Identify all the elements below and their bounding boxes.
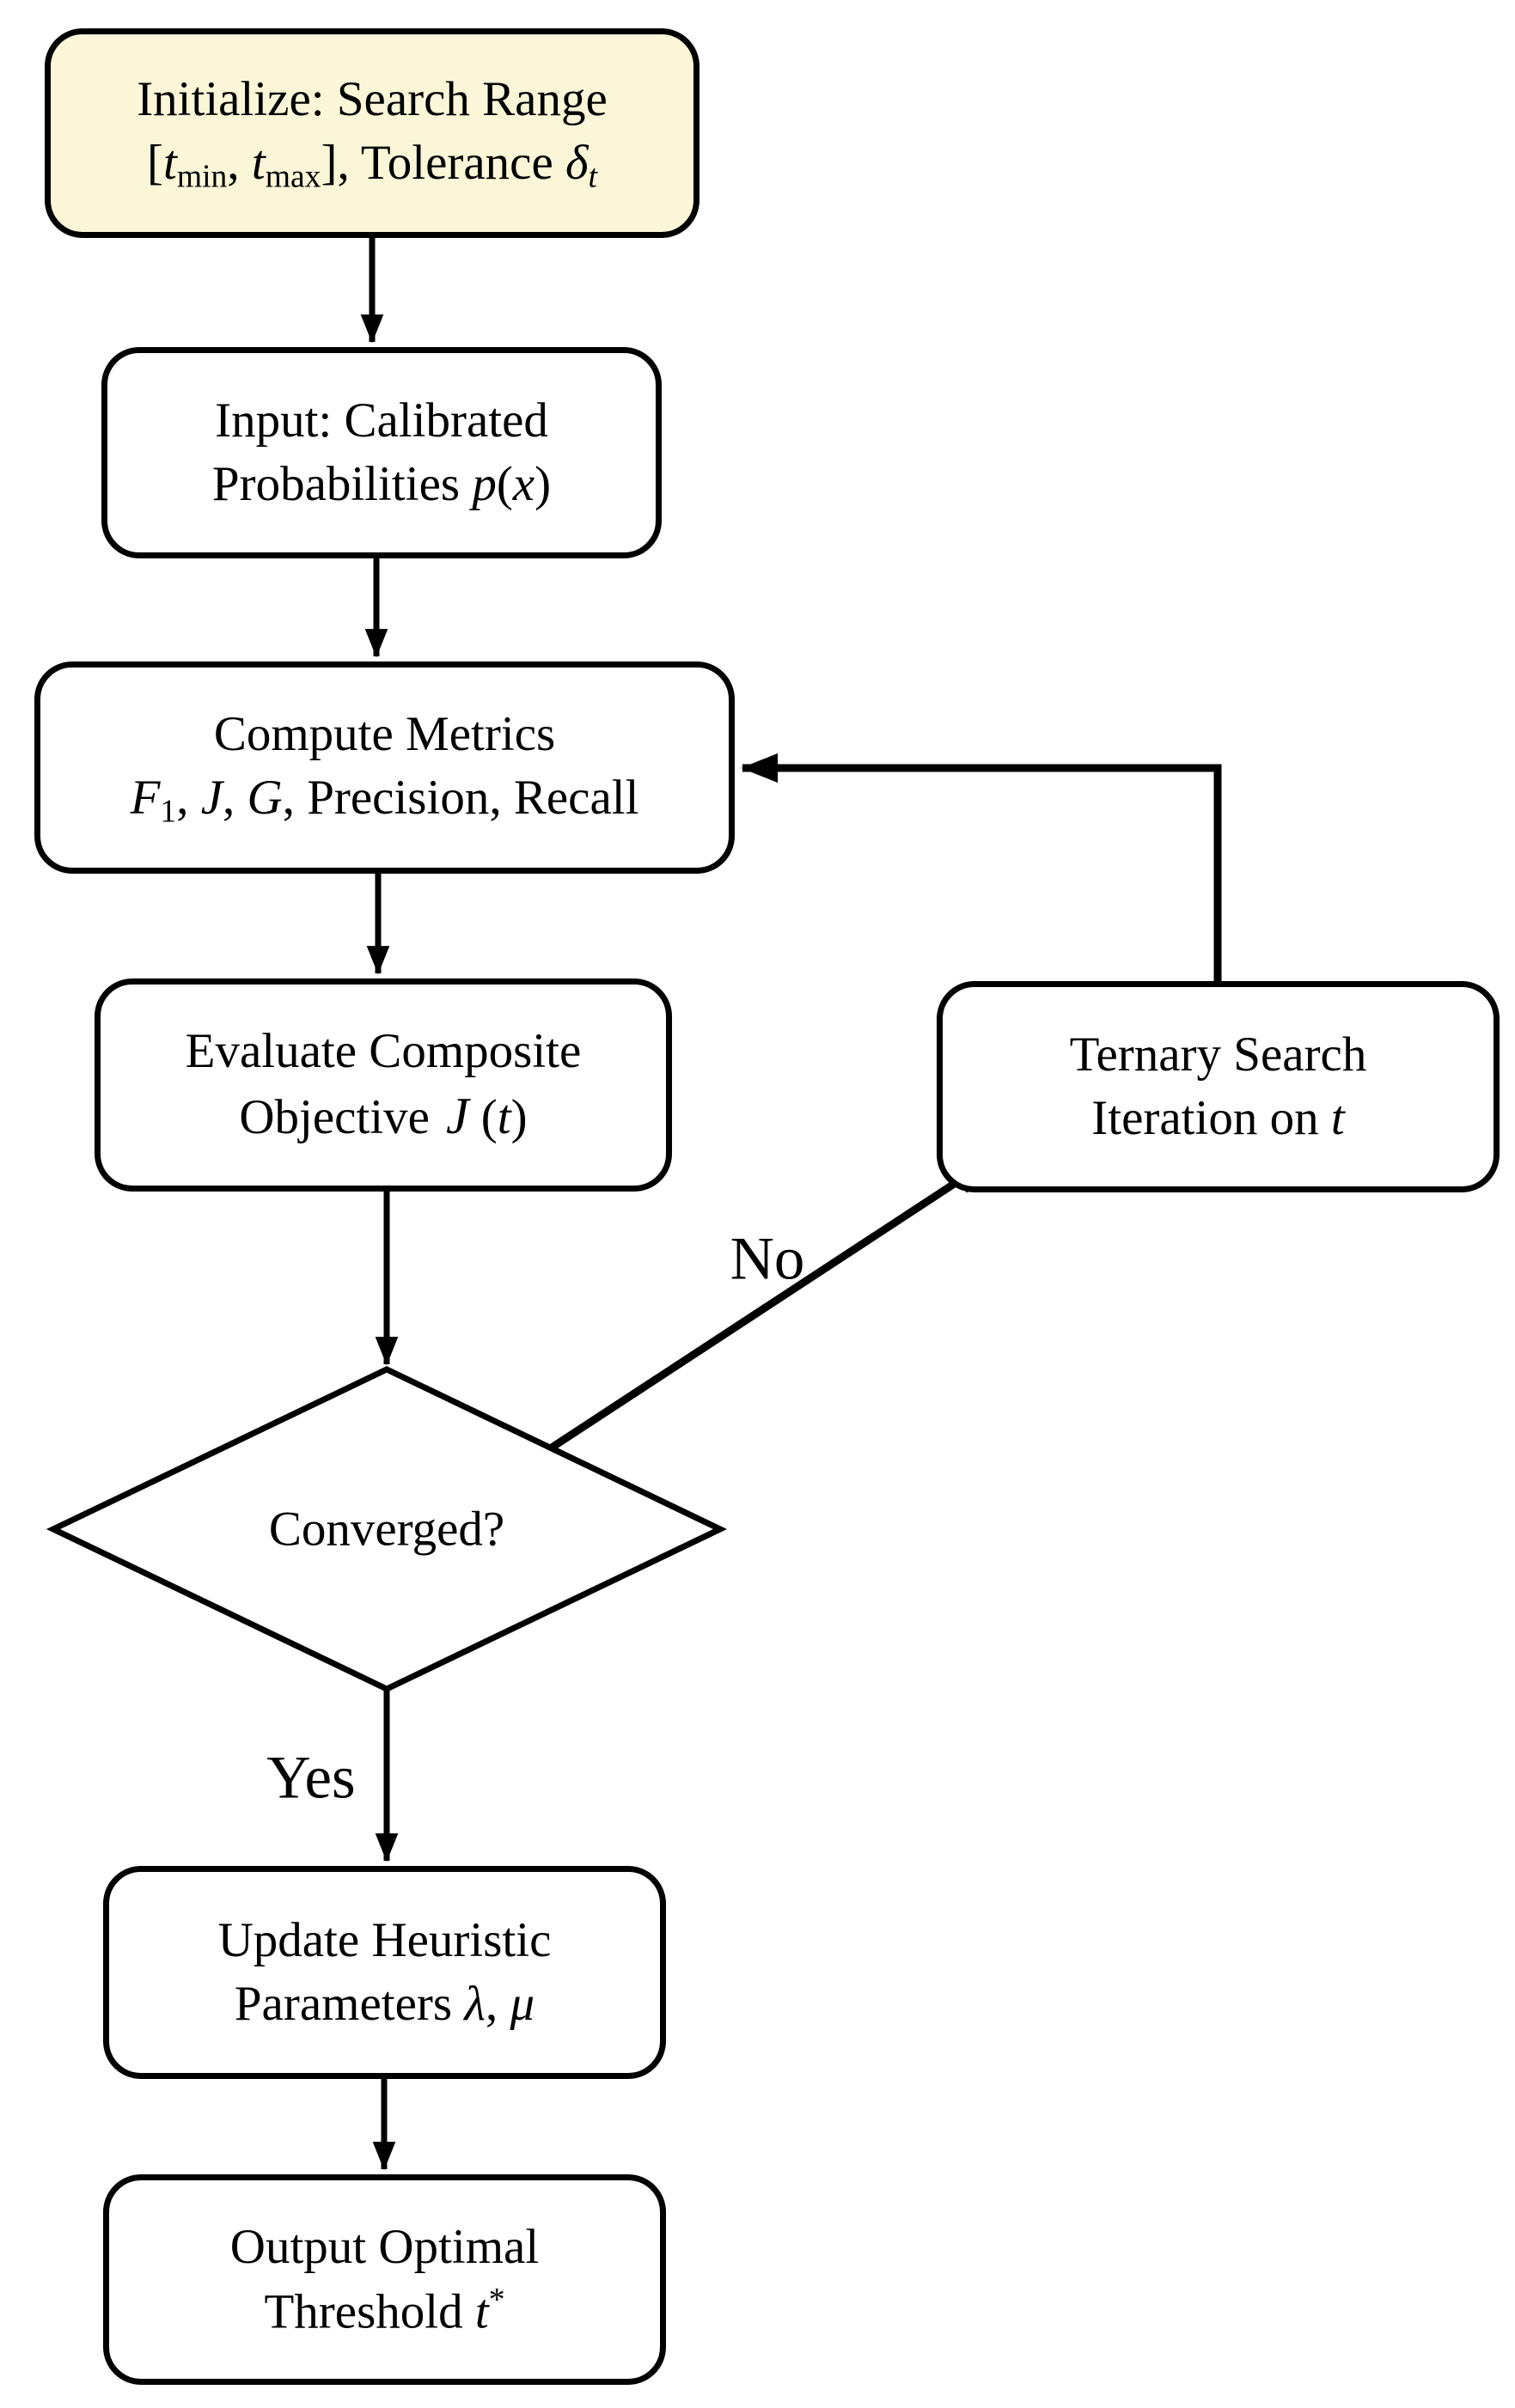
text-segment: Parameters [234,1977,465,2031]
text-segment: , [176,770,201,825]
text-segment: Initialize: Search Range [137,72,608,127]
node-text-line: Initialize: Search Range [137,68,608,131]
node-text-line: Compute Metrics [214,703,555,766]
node-text-line: Parameters λ, μ [235,1972,535,2036]
text-segment: G [247,770,283,825]
text-segment: Input: Calibrated [215,393,548,448]
text-segment: Evaluate Composite [185,1024,582,1079]
node-initialize: Initialize: Search Range [tmin, tmax], T… [45,28,699,238]
text-segment: t [1330,1091,1345,1145]
node-text-line: Update Heuristic [218,1909,552,1972]
text-segment: ( [468,1090,498,1145]
text-segment: max [265,158,321,195]
node-text-line: Ternary Search [1070,1023,1367,1087]
node-compute-metrics: Compute Metrics F1, J, G, Precision, Rec… [34,661,735,874]
text-segment: , [227,136,252,191]
node-text-line: Probabilities p(x) [212,453,551,516]
text-segment: * [488,2281,505,2318]
node-evaluate-objective: Evaluate Composite Objective J (t) [95,978,672,1192]
node-output-threshold: Output Optimal Threshold t* [103,2174,666,2385]
text-segment: t [474,2284,489,2339]
text-segment: t [588,158,597,195]
text-segment: x [512,457,535,511]
text-segment: ], Tolerance [321,136,566,191]
text-segment: J [200,770,223,825]
text-segment: Probabilities [211,457,473,511]
text-segment: Compute Metrics [213,706,556,761]
node-update-parameters: Update Heuristic Parameters λ, μ [103,1866,666,2079]
text-segment: δ [565,136,589,191]
text-segment: , [223,770,247,825]
node-ternary-search: Ternary Search Iteration on t [937,981,1500,1192]
text-segment: Threshold [264,2284,475,2339]
text-segment: ) [535,457,552,511]
node-text-line: [tmin, tmax], Tolerance δt [147,131,597,198]
text-segment: min [176,158,228,195]
node-text-line: Evaluate Composite [186,1020,582,1083]
label-no: No [730,1225,805,1293]
text-segment: 1 [160,793,177,830]
text-segment: t [497,1090,511,1145]
text-segment: F [130,770,161,825]
node-text-line: Threshold t* [264,2279,504,2344]
text-segment: , [486,1977,510,2031]
text-segment: ) [510,1090,528,1145]
text-segment: Ternary Search [1069,1027,1367,1082]
text-segment: Objective [239,1090,443,1145]
node-text-line: F1, J, G, Precision, Recall [131,766,639,832]
text-segment: Output Optimal [229,2219,540,2274]
node-input: Input: Calibrated Probabilities p(x) [101,347,662,558]
text-segment: Update Heuristic [217,1912,552,1967]
text-segment: Iteration on [1091,1091,1331,1145]
script-j-symbol: J [445,1088,469,1145]
text-segment: [ [147,136,163,191]
text-segment: t [251,136,266,191]
arrow-ternary-to-compute-feedback [741,753,1222,981]
arrow-decision-no-to-ternary [549,1158,991,1451]
node-text-line: Input: Calibrated [215,389,548,453]
text-segment: t [163,136,177,191]
text-segment: ( [496,457,513,511]
node-text-line: Output Optimal [230,2216,539,2279]
label-yes: Yes [266,1744,356,1812]
text-segment: μ [510,1977,535,2031]
text-segment: p [472,457,497,511]
node-text-line: Iteration on t [1091,1087,1344,1150]
decision-label: Converged? [268,1502,505,1557]
text-segment: λ [464,1977,486,2031]
node-text-line: Objective J (t) [239,1083,527,1150]
text-segment: , Precision, Recall [282,770,639,825]
